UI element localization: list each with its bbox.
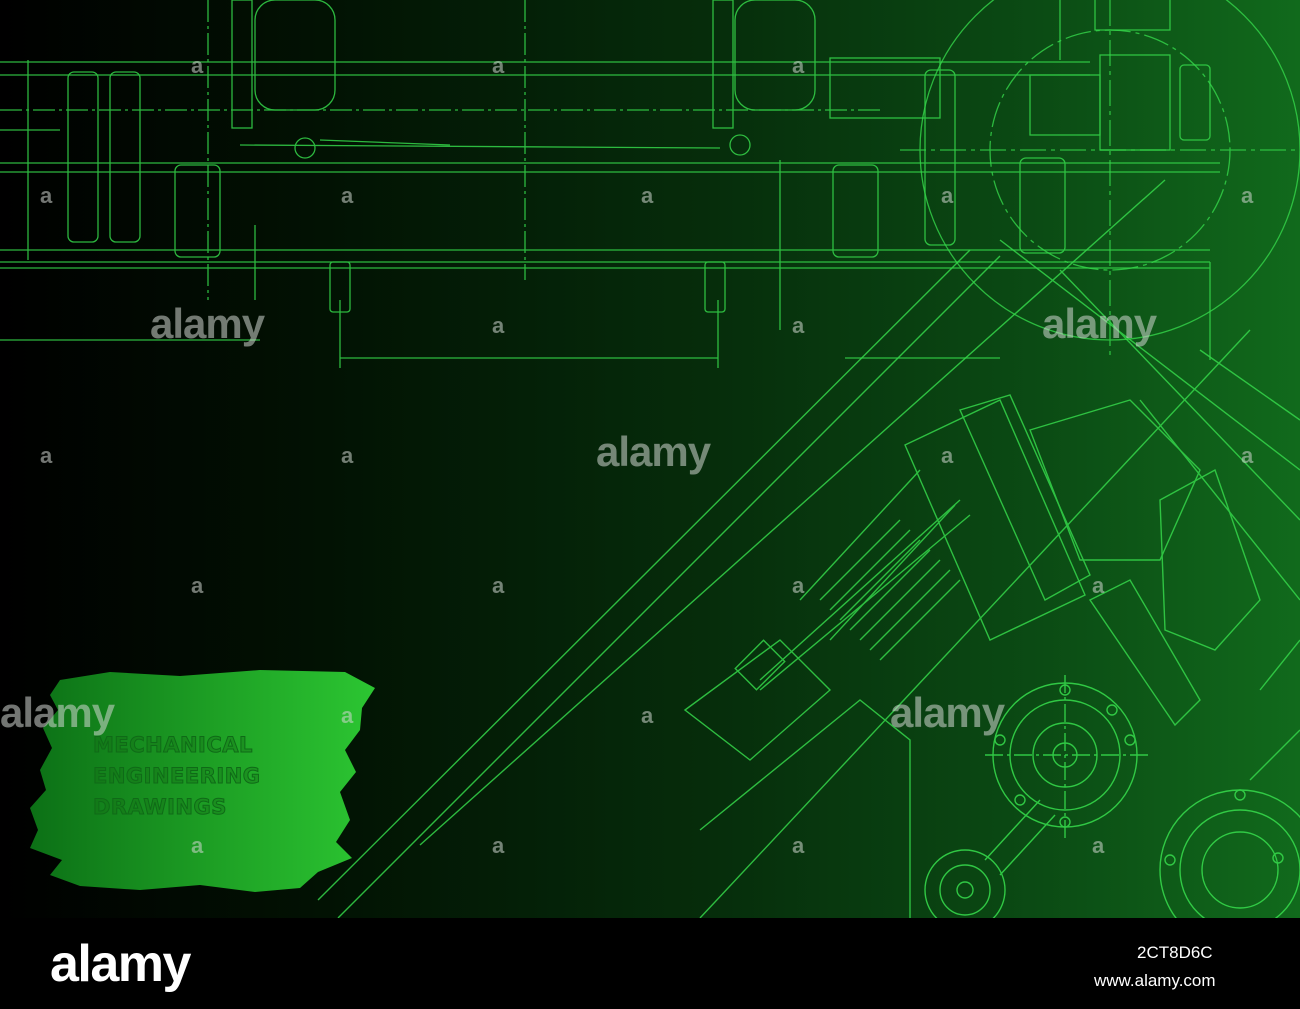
watermark-letter: a [1241, 183, 1254, 208]
flange-parts [924, 675, 1300, 918]
watermark-letter: a [341, 443, 354, 468]
caption-line-2: ENGINEERING [93, 764, 261, 789]
watermark-letter: a [40, 183, 53, 208]
circle-detail [900, 0, 1300, 360]
blueprint-artwork: MECHANICAL ENGINEERING DRAWINGS alamy al… [0, 0, 1300, 918]
watermark-letter: a [191, 53, 204, 78]
blueprint-drawing [0, 0, 1300, 918]
site-url[interactable]: www.alamy.com [1094, 971, 1216, 990]
image-id: 2CT8D6C [1137, 943, 1213, 962]
watermark-word: alamy [890, 689, 1005, 736]
watermark-letter: a [191, 833, 204, 858]
watermark-letter: a [941, 443, 954, 468]
watermark-letter: a [1241, 443, 1254, 468]
watermark-word: alamy [596, 428, 711, 475]
watermark-word: alamy [0, 689, 115, 736]
footer-logo: alamy [50, 935, 191, 993]
caption-line-3: DRAWINGS [93, 795, 227, 820]
watermark-letter: a [792, 313, 805, 338]
watermark-letter: a [792, 573, 805, 598]
top-machine-assembly [0, 0, 1220, 368]
watermark-letter: a [492, 53, 505, 78]
watermark-letter: a [792, 833, 805, 858]
watermark-letter: a [1092, 833, 1105, 858]
watermark-letter: a [191, 573, 204, 598]
caption-line-1: MECHANICAL [93, 733, 253, 758]
watermark-word: alamy [1042, 300, 1157, 347]
watermark-letter: a [941, 183, 954, 208]
brush-caption: MECHANICAL ENGINEERING DRAWINGS [93, 730, 261, 823]
watermark-letter: a [40, 443, 53, 468]
watermark-letter: a [641, 183, 654, 208]
watermark-word: alamy [150, 300, 265, 347]
watermark-letter: a [341, 703, 354, 728]
watermark-letter: a [341, 183, 354, 208]
watermark-letter: a [492, 313, 505, 338]
watermark-letter: a [492, 833, 505, 858]
watermark-letter: a [492, 573, 505, 598]
watermark-letter: a [1092, 573, 1105, 598]
watermark-letter: a [792, 53, 805, 78]
diagonal-assembly [317, 179, 1300, 918]
watermark-letter: a [641, 703, 654, 728]
footer-bar [0, 918, 1300, 1009]
paint-brush-stroke [30, 670, 375, 892]
